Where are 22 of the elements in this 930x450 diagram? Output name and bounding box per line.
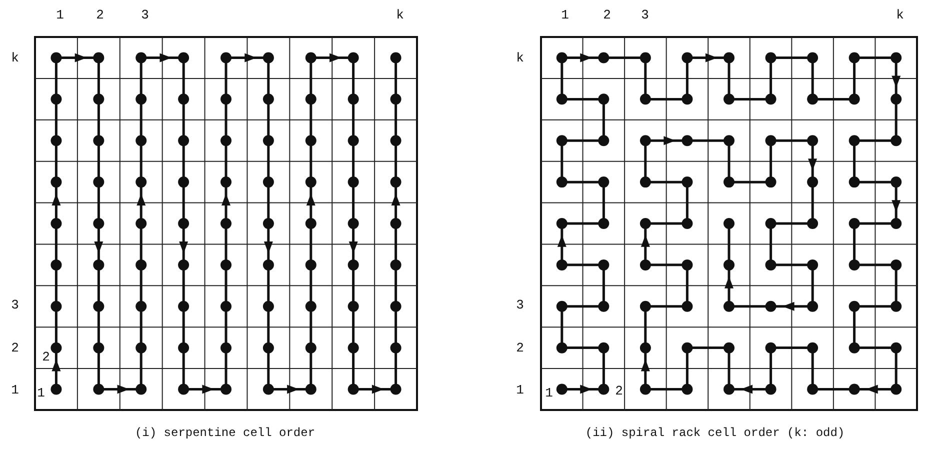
cell-number: 1: [37, 386, 45, 400]
column-number: 1: [56, 8, 64, 22]
column-number: 1: [561, 8, 569, 22]
cell-number: 2: [615, 384, 623, 398]
cell-number: 1: [545, 386, 553, 400]
column-number: 3: [641, 8, 649, 22]
row-number: k: [516, 52, 524, 64]
row-number: 1: [11, 384, 19, 396]
row-number: 2: [516, 342, 524, 354]
column-number: 2: [603, 8, 611, 22]
caption: (ii) spiral rack cell order (k: odd): [585, 427, 845, 439]
row-number: 2: [11, 342, 19, 354]
column-number: k: [896, 8, 904, 22]
row-number: 3: [11, 298, 19, 312]
row-number: k: [11, 52, 19, 64]
caption: (i) serpentine cell order: [134, 427, 316, 439]
column-number: 2: [96, 8, 104, 22]
row-number: 3: [516, 298, 524, 312]
cell-number: 2: [42, 350, 50, 364]
column-number: 3: [141, 8, 149, 22]
row-number: 1: [516, 384, 524, 396]
column-number: k: [396, 8, 404, 22]
